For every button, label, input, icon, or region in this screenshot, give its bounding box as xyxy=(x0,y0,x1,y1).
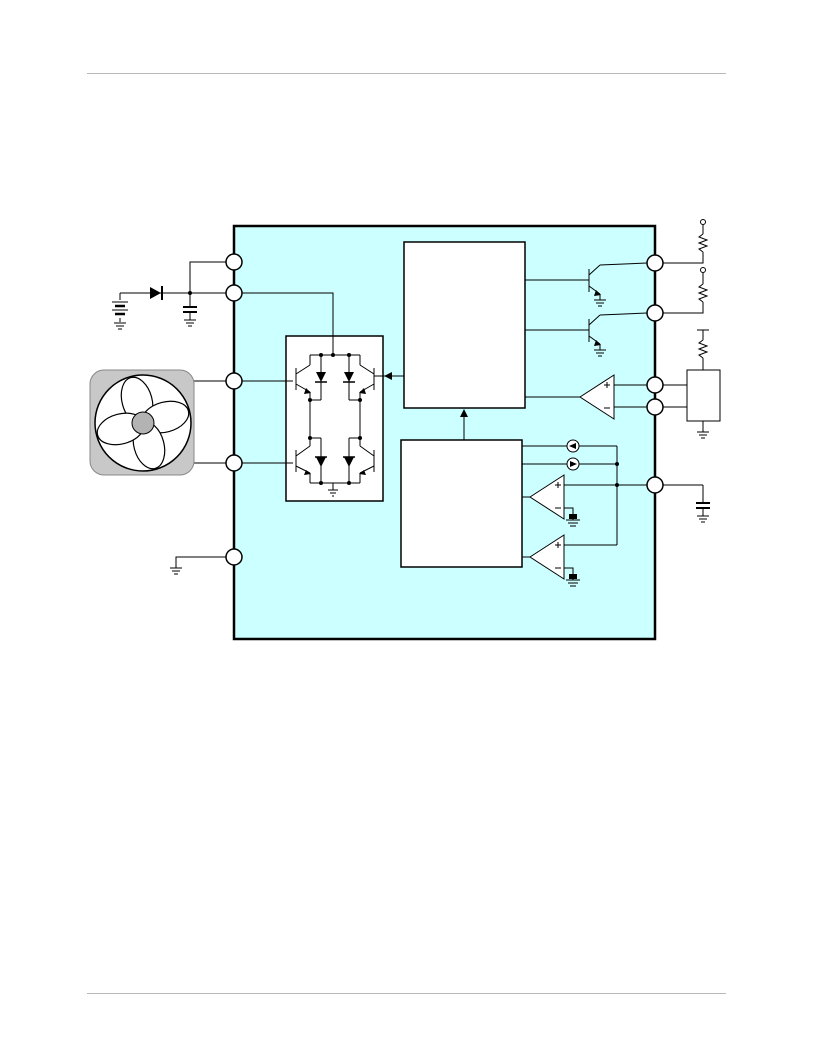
capacitor-icon xyxy=(663,484,710,523)
control-logic-block xyxy=(403,241,526,409)
h-bridge-block xyxy=(285,335,384,502)
pin-right-5 xyxy=(646,476,664,494)
speed-sense-block xyxy=(400,439,523,568)
pin-left-5 xyxy=(225,548,243,566)
sensor-block xyxy=(686,369,721,422)
top-rule xyxy=(87,73,726,74)
pin-left-1 xyxy=(225,253,243,271)
pin-right-4 xyxy=(646,398,664,416)
pin-right-3 xyxy=(646,376,664,394)
fan-icon xyxy=(89,369,195,476)
bottom-rule xyxy=(87,993,726,994)
ground-icon xyxy=(170,567,182,575)
battery-icon xyxy=(112,301,128,330)
capacitor-icon xyxy=(183,306,197,327)
pin-left-3 xyxy=(225,372,243,390)
pin-right-2 xyxy=(646,304,664,322)
pin-left-4 xyxy=(225,454,243,472)
diode-icon xyxy=(150,286,163,300)
pin-right-1 xyxy=(646,254,664,272)
pin-left-2 xyxy=(225,284,243,302)
resistor-icon xyxy=(663,219,709,370)
npn-transistor-icon xyxy=(525,262,648,357)
